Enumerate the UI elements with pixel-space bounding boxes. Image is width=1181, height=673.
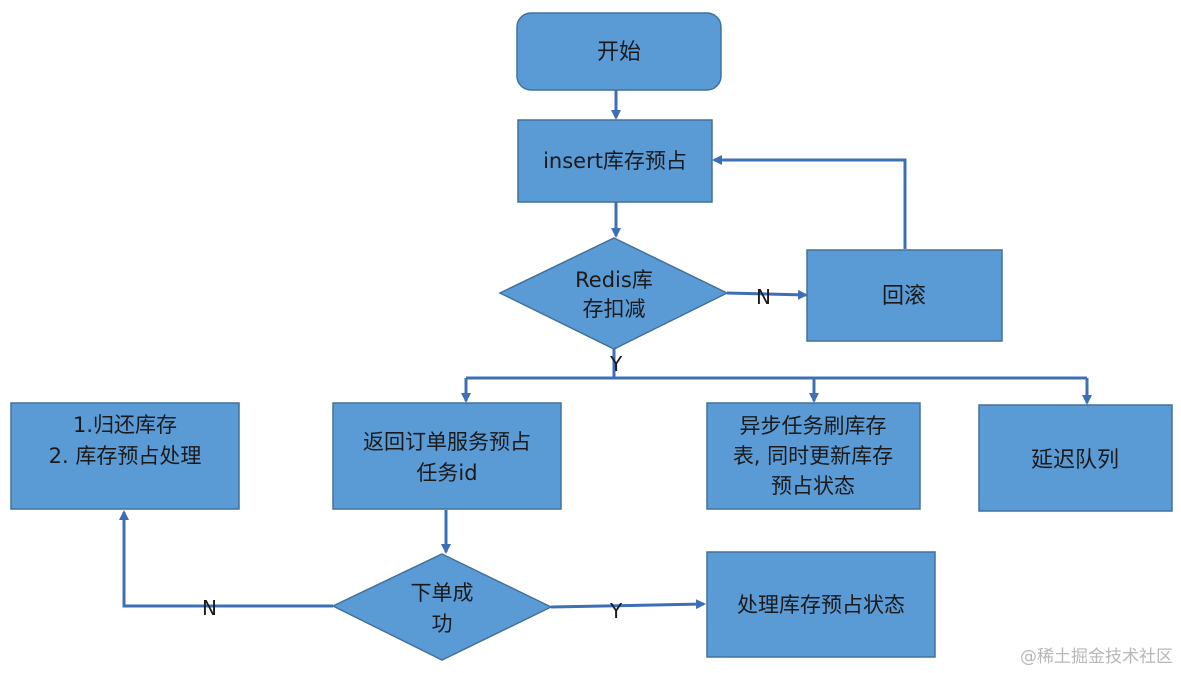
- return-stock-label-line1: 1.归还库存: [73, 413, 177, 437]
- order-success-label-line1: 下单成: [411, 581, 474, 605]
- edge-redis-to-rollback: [726, 289, 808, 300]
- redis-decision-node: [498, 237, 729, 350]
- start-node: [516, 12, 722, 91]
- redis-decision-label-line1: Redis库: [575, 268, 653, 292]
- edge-label-order-yes: Y: [609, 599, 623, 623]
- return-task-id-label-line2: 任务id: [416, 461, 477, 485]
- async-task-node: [706, 402, 921, 510]
- edge-label-redis-no: N: [756, 285, 771, 309]
- async-task-label-line3: 预占状态: [771, 474, 855, 498]
- return-task-id-node: [332, 402, 562, 510]
- watermark: @稀土掘金技术社区: [1020, 647, 1173, 667]
- edge-rollback-to-insert: [712, 155, 907, 249]
- edge-label-order-no: N: [202, 596, 217, 620]
- return-stock-label-line2: 2. 库存预占处理: [49, 444, 202, 468]
- async-task-label-line2: 表, 同时更新库存: [733, 444, 893, 468]
- rollback-node-label: 回滚: [882, 284, 926, 309]
- async-task-label-line1: 异步任务刷库存: [740, 414, 887, 438]
- delay-queue-label: 延迟队列: [1031, 448, 1119, 473]
- return-task-id-label-line1: 返回订单服务预占: [363, 430, 531, 454]
- edge-success-to-return: [119, 510, 333, 608]
- edge-label-redis-yes: Y: [609, 352, 623, 376]
- insert-node-label: insert库存预占: [543, 149, 687, 173]
- process-status-node: [706, 551, 936, 658]
- edge-success-to-process: [550, 599, 706, 610]
- order-success-decision-node: [331, 553, 553, 661]
- order-success-label-line2: 功: [432, 612, 453, 636]
- process-status-label: 处理库存预占状态: [737, 593, 905, 617]
- redis-decision-label-line2: 存扣减: [583, 297, 646, 321]
- start-node-label: 开始: [597, 40, 641, 65]
- rollback-node: [806, 249, 1003, 342]
- insert-node: [517, 119, 713, 203]
- delay-queue-node: [978, 404, 1173, 512]
- return-stock-node: [10, 402, 240, 510]
